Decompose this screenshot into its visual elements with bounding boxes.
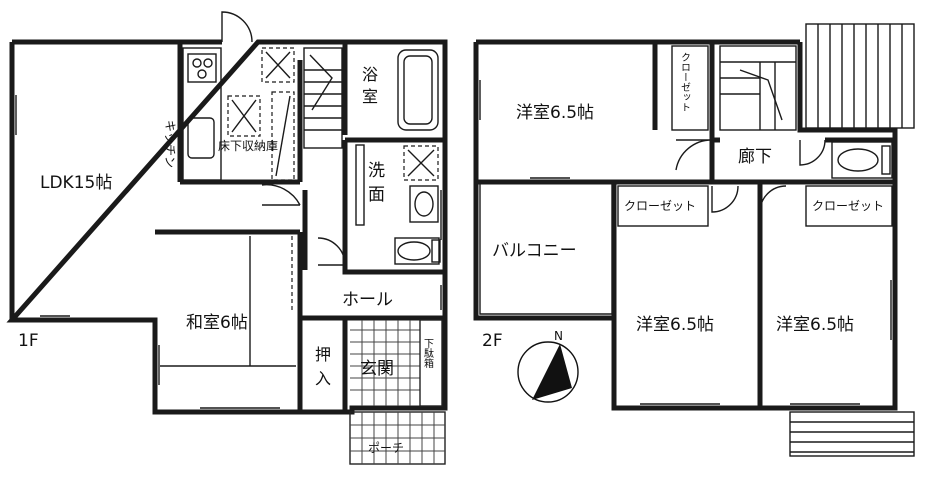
room-label-bath-1: 浴 (362, 65, 378, 84)
room-label-wash-1: 洗 (368, 161, 385, 181)
room-label-closet-mid: クローゼット (624, 199, 696, 213)
washitsu-tatami (160, 236, 296, 367)
floor2-interior-walls (476, 42, 895, 408)
room-label-hallway: 廊下 (738, 147, 772, 167)
closet-right-outline (805, 185, 893, 227)
toilet-1f (394, 237, 441, 265)
room-label-ldk: LDK15帖 (40, 173, 112, 193)
compass-arrow-icon (532, 344, 572, 400)
room-label-entrance: 玄関 (360, 359, 394, 379)
floor1-outer-wall (6, 39, 448, 415)
room-label-west-mid: 洋室6.5帖 (636, 315, 714, 335)
room-label-west-top: 洋室6.5帖 (516, 103, 594, 123)
room-label-closet-1: 押 (315, 345, 331, 364)
room-label-closet-2: 入 (315, 369, 331, 388)
room-label-shoebox: 下駄箱 (422, 338, 434, 369)
room-label-balcony: バルコニー (492, 241, 577, 261)
floor-2: 洋室6.5帖 クローゼット 廊下 バルコニー クローゼット クローゼット 洋室6… (473, 23, 915, 457)
room-label-closet-top: クローゼット (679, 52, 691, 112)
floor2-doors (675, 139, 826, 213)
porch-tiles (349, 411, 446, 465)
floor2-stairs (719, 45, 797, 131)
floor1-stairs (303, 47, 343, 149)
compass-label: N (554, 329, 563, 343)
room-label-closet-right: クローゼット (812, 199, 884, 213)
floor2-label: 2F (482, 331, 503, 351)
balcony-deck-top (805, 23, 915, 129)
floor1-windows (15, 95, 442, 409)
room-label-hall: ホール (342, 290, 393, 310)
floor1-interior-walls (155, 42, 445, 412)
closet-top-outline (671, 45, 709, 131)
entrance-tiles (350, 319, 443, 407)
floor1-doors (221, 11, 346, 360)
room-label-bath-2: 室 (362, 87, 378, 106)
room-label-west-right: 洋室6.5帖 (776, 315, 854, 335)
bathtub (397, 49, 439, 131)
washroom-fixtures (355, 144, 439, 226)
room-label-porch: ポーチ (368, 441, 404, 455)
room-label-underfloor: 床下収納庫 (218, 139, 278, 153)
kitchen-counter (182, 47, 295, 181)
floor-1: LDK15帖 床下収納庫 キッチン 浴 室 洗 面 ホール 和室6帖 押 入 玄… (6, 11, 448, 465)
room-label-wash-2: 面 (368, 185, 385, 205)
closet-mid-outline (617, 185, 709, 227)
balcony-deck-bottom (789, 411, 915, 457)
toilet-2f (831, 141, 893, 179)
floor1-label: 1F (18, 331, 39, 351)
floor2-windows (479, 80, 892, 405)
room-label-washitsu: 和室6帖 (186, 313, 248, 333)
compass: N (517, 329, 579, 403)
room-label-kitchen: キッチン (163, 120, 177, 168)
